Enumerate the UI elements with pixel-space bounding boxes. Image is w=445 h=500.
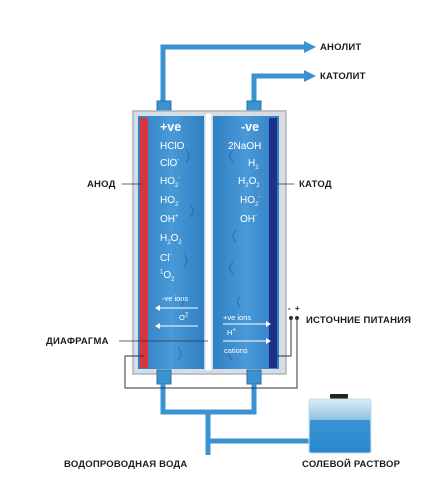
anode-electrode: [140, 118, 148, 368]
brine-label: СОЛЕВОЙ РАСТВОР: [302, 459, 401, 470]
terminal-plus-sign: +: [295, 304, 300, 313]
anode-label: АНОД: [87, 179, 116, 190]
pos-ion-arrow-icon: [266, 321, 271, 327]
terminal-minus-sign: -: [288, 304, 291, 313]
cathode-species-ho2-minus: HO2-: [240, 194, 261, 208]
anode-o2-flow: O2: [179, 312, 189, 323]
anode-species-hclo: HClO: [160, 141, 185, 152]
diaphragm: [204, 112, 213, 372]
cathode-species-h2o2: H2O2: [238, 176, 260, 189]
cathode-pos-ions: +ve ions: [223, 313, 252, 322]
power-wiring: [124, 318, 298, 389]
anode-neg-ions: -ve ions: [162, 294, 189, 303]
cathode-species-oh: OH-: [240, 213, 257, 225]
anode-species-h2o2: H2O2: [160, 233, 182, 246]
o2-arrow-icon: [155, 323, 160, 329]
power-source-label: ИСТОЧНИЕ ПИТАНИЯ: [306, 315, 412, 326]
anode-species-oh: OH+: [160, 213, 179, 225]
anode-species-ho2-minus: HO2-: [160, 175, 181, 189]
terminal-plus-icon: [295, 316, 299, 320]
ion-arrows: [160, 307, 266, 342]
cathode-electrode: [269, 118, 277, 368]
catholyte-arrow-icon: [304, 70, 316, 82]
cathode-h-plus: H+: [227, 327, 236, 338]
bubble-arcs: [177, 149, 241, 361]
cathode-species-naoh: 2NaOH: [228, 141, 262, 152]
anode-bottom-connector: [156, 369, 172, 385]
anode-polarity: +ve: [160, 120, 182, 134]
catholyte-label: КАТОЛИТ: [320, 71, 366, 82]
cation-arrow-icon: [266, 338, 271, 344]
anolyte-pipe: [160, 44, 304, 103]
brine-liquid: [310, 420, 370, 452]
anode-species-clo: ClO-: [160, 157, 180, 169]
cathode-chamber: [213, 116, 279, 369]
cathode-label: КАТОД: [299, 179, 332, 190]
terminal-minus-icon: [289, 316, 293, 320]
cathode-species-h2: H2: [248, 158, 259, 171]
anode-species-ho2: HO2: [160, 195, 179, 208]
cathode-polarity: -ve: [241, 120, 260, 134]
cathode-cations: cations: [224, 346, 248, 355]
anolyte-arrow-icon: [304, 41, 316, 53]
anode-species-cl: Cl-: [160, 252, 172, 264]
cathode-bottom-connector: [246, 369, 262, 385]
pointer-lines: [119, 183, 294, 342]
catholyte-pipe: [251, 73, 304, 103]
anode-chamber: [138, 116, 204, 369]
brine-container-cap: [330, 394, 348, 399]
diaphragm-label: ДИАФРАГМА: [46, 336, 109, 347]
neg-ion-arrow-icon: [155, 305, 160, 311]
anode-species-o2: 1O2: [160, 269, 175, 283]
anolyte-label: АНОЛИТ: [320, 42, 362, 53]
tap-water-label: ВОДОПРОВОДНАЯ ВОДА: [64, 459, 188, 470]
